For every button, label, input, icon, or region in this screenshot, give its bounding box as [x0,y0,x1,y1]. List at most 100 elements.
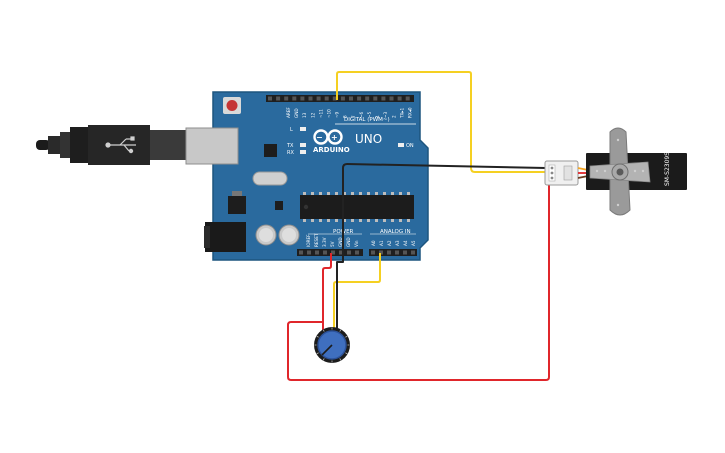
servo-motor[interactable]: SM-S2309S [586,127,687,216]
voltage-regulator [228,191,246,214]
digital-pin-label: 13 [302,112,307,118]
led-on [398,143,404,147]
header-hole [411,250,415,255]
ground-wire-servo[interactable] [342,163,547,253]
digital-pin-label: 12 [310,112,315,118]
servo-label: SM-S2309S [664,152,671,186]
digital-header[interactable] [266,95,414,102]
digital-pin-label: 2 [391,115,396,118]
usb-symbol-icon [105,136,136,154]
analog-pin-label: A2 [387,240,392,246]
header-hole [315,250,319,255]
power-wire-servo[interactable] [287,181,550,381]
digital-pin-label: GND [294,108,299,118]
header-hole [373,96,378,101]
power-pin-label: RESET [314,233,319,247]
capacitor-2 [278,224,300,246]
header-hole [339,250,343,255]
board-model: UNO [355,132,382,146]
header-hole [389,96,394,101]
header-hole [403,250,407,255]
digital-pin-label: 4 [375,115,380,118]
header-hole [381,96,386,101]
analog-pin-label: A1 [379,240,384,246]
potentiometer[interactable] [314,327,350,363]
header-hole [357,96,362,101]
analog-pin-label: A4 [403,240,408,246]
digital-label: DIGITAL (PWM~) [344,117,390,123]
reset-button[interactable] [223,97,241,114]
header-hole [324,96,329,101]
atmega-chip [300,192,414,222]
header-hole [387,250,391,255]
crystal-oscillator [252,171,288,186]
analog-pin-label: A5 [411,240,416,246]
power-pin-label: Vin [354,240,359,247]
header-hole [379,250,383,255]
header-hole [284,96,289,101]
logo-plus: + [331,133,338,142]
digital-pin-label: ~10 [327,109,332,118]
header-hole [340,96,345,101]
led-rx [300,150,306,154]
header-hole [299,250,303,255]
servo-connector[interactable] [544,160,579,186]
capacitor-1 [255,224,277,246]
header-hole [349,96,353,101]
power-jack [204,222,246,252]
analog-pin-label: A0 [371,240,376,246]
header-hole [323,250,327,255]
signal-wire-servo[interactable] [336,71,546,173]
digital-pin-label: 7 [351,115,356,118]
header-hole [371,250,375,255]
digital-header-holes [268,96,410,101]
analog-header[interactable] [369,249,417,256]
pot-ticks [314,327,350,363]
header-hole [292,96,297,101]
header-hole [347,250,351,255]
header-hole [395,250,399,255]
digital-pin-label: AREF [286,107,291,118]
power-pin-label: 5V [330,241,335,247]
led-on-label: ON [406,143,414,149]
signal-wire-pot[interactable] [333,253,381,328]
led-l [300,127,306,131]
header-hole [308,96,313,101]
small-chip [275,201,283,210]
header-hole [300,96,305,101]
digital-pin-label: ~9 [335,111,340,118]
power-wire-pot[interactable] [322,253,332,342]
logo-minus: − [316,133,323,142]
header-hole [397,96,402,101]
digital-pin-label: TX▸1 [399,107,404,119]
header-hole [365,96,370,101]
led-tx [300,143,306,147]
analog-pin-label: A3 [395,240,400,246]
header-hole [332,96,337,101]
power-pin-label: 3.3V [322,237,327,247]
analog-label: ANALOG IN [380,229,411,235]
usb-b-jack [185,127,239,165]
ground-wire-pot[interactable] [336,253,344,328]
header-hole [268,96,272,101]
wires [287,71,550,381]
digital-pin-label: ~5 [367,111,372,118]
led-rx-label: RX [287,150,294,156]
power-pin-label: GND [346,237,351,247]
usb-chip [264,144,277,157]
header-hole [316,96,321,101]
header-hole [307,250,311,255]
led-l-label: L [290,127,293,133]
led-tx-label: TX [286,143,294,149]
header-hole [331,250,335,255]
arduino-logo-icon [313,129,343,145]
power-header[interactable] [297,249,363,256]
digital-pin-label: ~6 [359,111,364,118]
header-hole [355,250,359,255]
digital-pin-label: 8 [343,115,348,118]
